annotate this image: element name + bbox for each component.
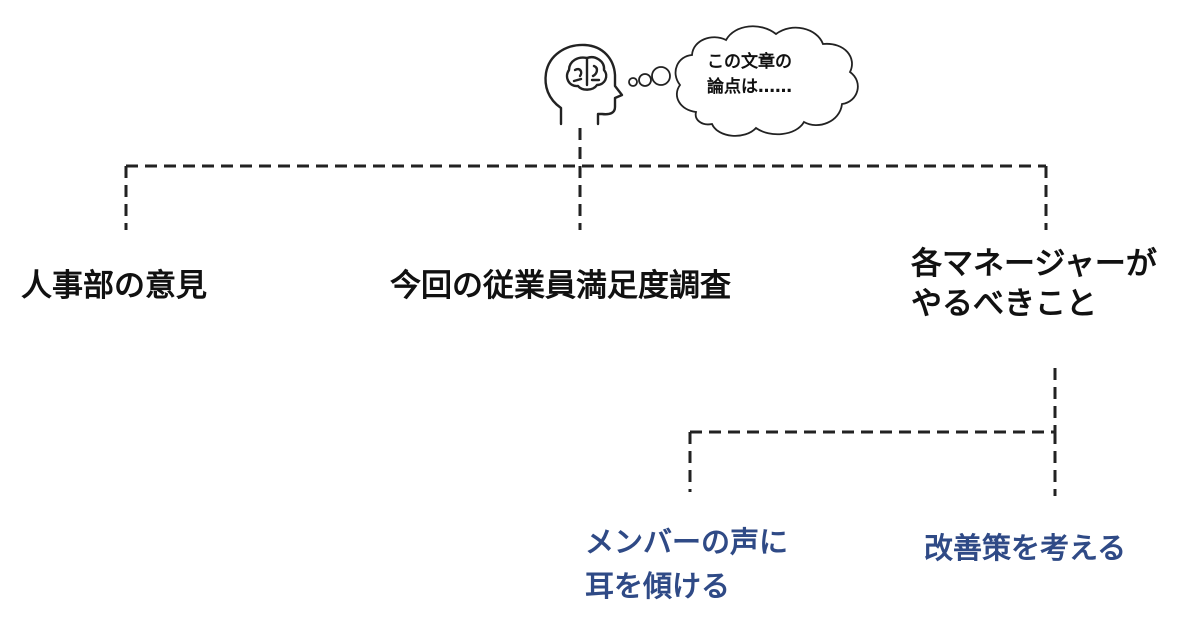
thought-cloud-icon bbox=[628, 25, 859, 137]
head-with-brain-icon bbox=[544, 43, 624, 126]
connector-lines bbox=[124, 128, 1057, 496]
branch-node-manager-actions: 各マネージャーが やるべきこと bbox=[911, 244, 1157, 324]
sub-branch-label: 改善策を考える bbox=[924, 531, 1127, 565]
sub-branch-label-line-2: 耳を傾ける bbox=[585, 569, 731, 603]
thought-bubble-line-1: この文章の bbox=[707, 52, 792, 72]
branch-node-satisfaction-survey: 今回の従業員満足度調査 bbox=[390, 266, 731, 306]
thought-bubble-text: この文章の 論点は…… bbox=[707, 50, 792, 100]
sub-branch-label-line-1: メンバーの声に bbox=[585, 525, 789, 559]
branch-label-line-1: 各マネージャーが bbox=[911, 246, 1157, 282]
branch-label-line-2: やるべきこと bbox=[911, 286, 1097, 322]
sub-branch-node-consider-improvements: 改善策を考える bbox=[924, 526, 1126, 570]
branch-label: 今回の従業員満足度調査 bbox=[390, 268, 731, 304]
sub-branch-node-listen-to-members: メンバーの声に 耳を傾ける bbox=[585, 520, 788, 608]
thought-bubble-line-2: 論点は…… bbox=[707, 77, 792, 97]
branch-label: 人事部の意見 bbox=[21, 268, 207, 304]
branch-node-hr-opinion: 人事部の意見 bbox=[21, 266, 207, 306]
